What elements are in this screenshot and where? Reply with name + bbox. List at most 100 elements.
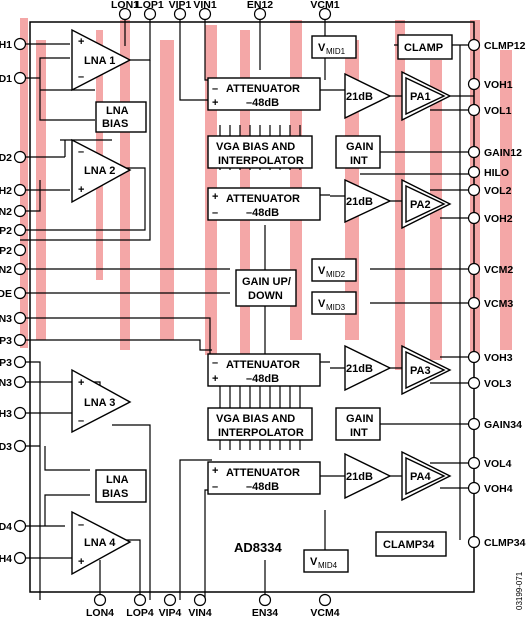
lna2-amp: LNA 2 –+	[71, 138, 132, 204]
vmid1: V MID1	[311, 35, 357, 59]
attenuator-4-label: ATTENUATOR	[226, 467, 300, 479]
svg-text:+: +	[78, 556, 84, 568]
lna3-amp: LNA 3 +–	[71, 368, 132, 434]
gain-up-down-line1: GAIN UP/	[242, 276, 291, 288]
gain-up-down: GAIN UP/ DOWN	[235, 269, 297, 307]
left-inh1-pin	[13, 37, 27, 51]
gain21-4-label: 21dB	[346, 471, 373, 483]
right-voh3-label: VOH3	[484, 352, 513, 364]
right-voh4-label: VOH4	[484, 483, 513, 495]
lna-bias-bottom: LNA BIAS	[95, 469, 147, 503]
lna-bias-top-line2: BIAS	[102, 118, 128, 130]
vmid4-v: V	[310, 556, 318, 568]
right-gain12-label: GAIN12	[484, 147, 522, 159]
right-hilo-pin	[467, 165, 481, 179]
attenuator-3-label: ATTENUATOR	[226, 359, 300, 371]
bottom-vin4-pin	[193, 593, 207, 607]
gain21-3-label: 21dB	[346, 363, 373, 375]
lna1-label: LNA 1	[84, 55, 115, 67]
left-lmd2-pin	[13, 150, 27, 164]
right-voh2-pin	[467, 211, 481, 225]
vmid4: V MID4	[303, 549, 349, 573]
left-lmd3-label: LMD3	[0, 441, 12, 453]
right-gain34-pin	[467, 417, 481, 431]
attenuator-1-gain: –48dB	[246, 97, 279, 109]
right-vol1-label: VOL1	[484, 105, 512, 117]
left-lon3-label: LON3	[0, 377, 12, 389]
left-inh2-pin	[13, 183, 27, 197]
svg-text:+: +	[78, 184, 84, 196]
gain21-1-label: 21dB	[346, 91, 373, 103]
left-lon2-label: LON2	[0, 206, 12, 218]
left-vip2-pin	[13, 243, 27, 257]
bottom-vip4-label: VIP4	[159, 607, 182, 619]
right-vol4-label: VOL4	[484, 458, 512, 470]
right-clmp12-label: CLMP12	[484, 40, 526, 52]
attenuator-4-gain: –48dB	[246, 481, 279, 493]
lna-bias-top-line1: LNA	[106, 105, 129, 117]
right-vcm3-label: VCM3	[484, 298, 513, 310]
gain-int-bottom-line2: INT	[350, 427, 368, 439]
right-gain12-pin	[467, 145, 481, 159]
right-voh1-pin	[467, 77, 481, 91]
vga-bias-top-line1: VGA BIAS AND	[216, 141, 295, 153]
left-lon3-pin	[13, 375, 27, 389]
left-lop3-pin	[13, 355, 27, 369]
left-vin3-pin	[13, 311, 27, 325]
svg-text:–: –	[212, 83, 218, 95]
attenuator-2-gain: –48dB	[246, 207, 279, 219]
attenuator-2-label: ATTENUATOR	[226, 193, 300, 205]
attenuator-1-label: ATTENUATOR	[226, 83, 300, 95]
svg-text:–: –	[78, 71, 84, 83]
gain21-2: 21dB	[344, 178, 392, 224]
left-lmd2-label: LMD2	[0, 152, 12, 164]
left-vin2-label: VIN2	[0, 264, 12, 276]
left-lop3-label: LOP3	[0, 357, 12, 369]
left-lop2-label: LOP2	[0, 225, 12, 237]
svg-text:+: +	[212, 465, 218, 477]
gain21-3: 21dB	[344, 344, 392, 392]
left-inh4-label: INH4	[0, 553, 12, 565]
right-voh3-pin	[467, 350, 481, 364]
clamp34-label: CLAMP34	[383, 539, 435, 551]
vmid1-sub: MID1	[326, 47, 346, 56]
vmid4-sub: MID4	[318, 561, 338, 570]
attenuator-3-gain: –48dB	[246, 373, 279, 385]
lna2-label: LNA 2	[84, 165, 115, 177]
pa1: PA1	[401, 70, 452, 122]
left-inh2-label: INH2	[0, 185, 12, 197]
left-vip3-label: VIP3	[0, 335, 12, 347]
left-vin2-pin	[13, 262, 27, 276]
vmid3: V MID3	[311, 291, 357, 315]
bottom-lop4-label: LOP4	[126, 607, 154, 619]
top-lop1-pin	[143, 7, 157, 21]
svg-text:+: +	[78, 377, 84, 389]
vmid2: V MID2	[311, 258, 357, 282]
vmid1-v: V	[318, 42, 326, 54]
left-vip3-pin	[13, 333, 27, 347]
vmid3-sub: MID3	[326, 303, 346, 312]
lna1-amp: LNA 1 + –	[71, 28, 132, 92]
pa3: PA3	[401, 344, 452, 396]
svg-text:–: –	[212, 357, 218, 369]
gain21-4: 21dB	[344, 452, 392, 500]
lna4-amp: LNA 4 –+	[71, 510, 132, 576]
bottom-vcm4-pin	[318, 593, 332, 607]
svg-text:–: –	[212, 481, 218, 493]
bottom-vip4-pin	[163, 593, 177, 607]
left-lop2-pin	[13, 223, 27, 237]
pa4: PA4	[401, 450, 452, 502]
lna-bias-bottom-line1: LNA	[106, 474, 129, 486]
right-vcm3-pin	[467, 296, 481, 310]
bottom-lon4-label: LON4	[86, 607, 114, 619]
left-lmd4-label: LMD4	[0, 521, 12, 533]
svg-text:+: +	[78, 36, 84, 48]
right-vol3-pin	[467, 376, 481, 390]
left-lmd1-pin	[13, 71, 27, 85]
left-lmd1-label: LMD1	[0, 73, 12, 85]
bottom-en34-pin	[258, 593, 272, 607]
gain-int-top: GAIN INT	[335, 135, 381, 169]
top-lop1-label: LOP1	[136, 0, 164, 11]
